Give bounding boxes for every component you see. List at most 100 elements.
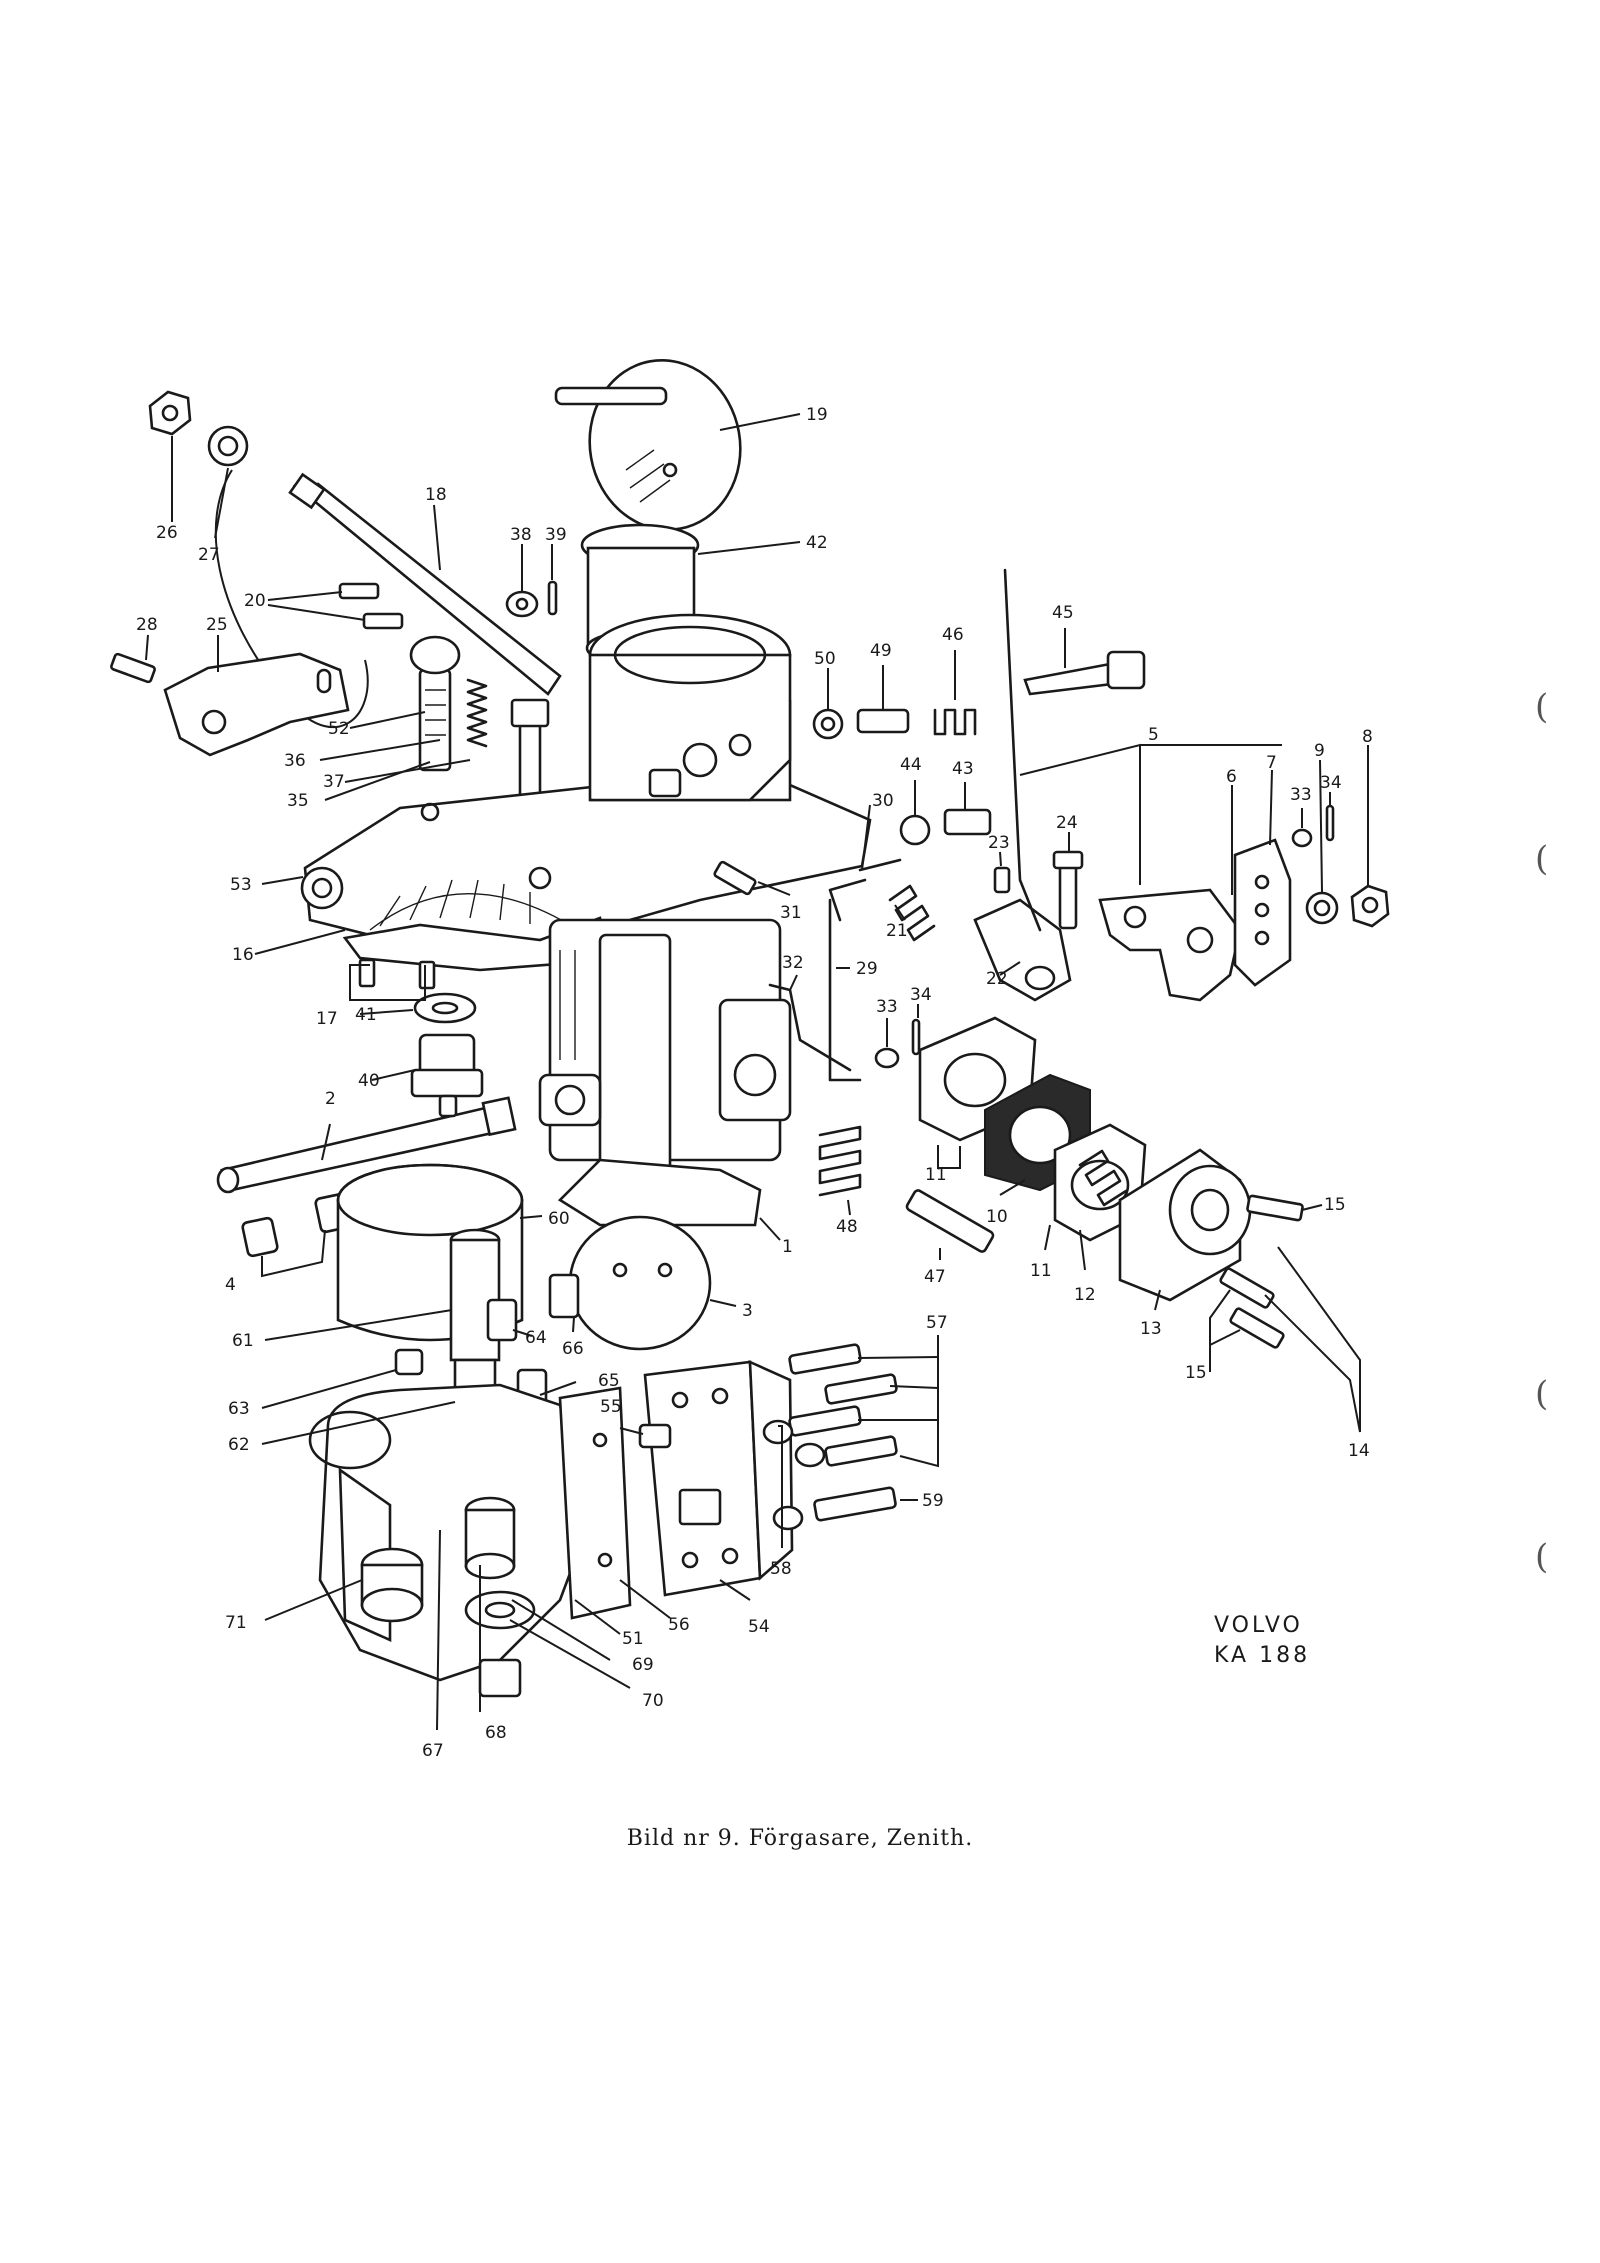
washer-33-mid — [874, 1047, 900, 1069]
screws-57 — [788, 1343, 898, 1467]
screw-43 — [943, 808, 992, 836]
callout-60: 60 — [548, 1209, 570, 1229]
pin-34-right — [1325, 804, 1335, 842]
jet-64 — [486, 1298, 518, 1342]
screw-23 — [993, 866, 1011, 894]
callout-35: 35 — [287, 791, 309, 811]
callout-48: 48 — [836, 1217, 858, 1237]
screw-59 — [813, 1486, 897, 1522]
callout-13: 13 — [1140, 1319, 1162, 1339]
brand-line-1: VOLVO — [1214, 1613, 1303, 1638]
brand-mark: VOLVO KA 188 — [1214, 1611, 1310, 1671]
throttle-spindle-18 — [288, 472, 562, 696]
callout-66: 66 — [562, 1339, 584, 1359]
margin-mark: ( — [1535, 1374, 1548, 1414]
callout-3: 3 — [742, 1301, 753, 1321]
callout-44: 44 — [900, 755, 922, 775]
callout-16: 16 — [232, 945, 254, 965]
callout-70: 70 — [642, 1691, 664, 1711]
callout-8: 8 — [1362, 727, 1373, 747]
choke-bracket-7 — [1233, 838, 1292, 987]
spring-wire-30 — [828, 858, 902, 922]
callout-17: 17 — [316, 1009, 338, 1029]
callout-49: 49 — [870, 641, 892, 661]
callout-25: 25 — [206, 615, 228, 635]
washer-33-right — [1291, 828, 1313, 848]
gasket-56 — [558, 1386, 632, 1620]
callout-34: 34 — [910, 985, 932, 1005]
margin-mark: ( — [1535, 839, 1548, 879]
callout-33b: 33 — [1290, 785, 1312, 805]
leader-lines — [145, 413, 1369, 1731]
volume-screw-45 — [1023, 650, 1146, 696]
link-rod-29 — [828, 898, 862, 1082]
callout-36: 36 — [284, 751, 306, 771]
callout-18: 18 — [425, 485, 447, 505]
callout-6: 6 — [1226, 767, 1237, 787]
margin-mark: ( — [1535, 687, 1548, 727]
callout-34b: 34 — [1320, 773, 1342, 793]
pump-cover-13 — [1118, 1148, 1252, 1302]
callout-57: 57 — [926, 1313, 948, 1333]
callout-1: 1 — [782, 1237, 793, 1257]
choke-rod-5 — [1003, 568, 1042, 932]
callout-24: 24 — [1056, 813, 1078, 833]
screw-55 — [638, 1423, 672, 1449]
washer-69-70 — [464, 1590, 536, 1630]
throttle-lever-25 — [163, 652, 350, 757]
float-bowl — [308, 1383, 592, 1698]
throttle-plate-3 — [568, 1215, 712, 1351]
margin-marks: ( ( ( ( — [1535, 687, 1548, 1577]
washer-41 — [413, 992, 477, 1024]
callout-51: 51 — [622, 1629, 644, 1649]
clip-32 — [768, 983, 852, 1072]
callout-63: 63 — [228, 1399, 250, 1419]
stop-screw-52 — [409, 635, 461, 772]
spring-21 — [888, 884, 936, 942]
callout-37: 37 — [323, 772, 345, 792]
choke-flap-19 — [554, 358, 742, 532]
callout-65: 65 — [598, 1371, 620, 1391]
pin-39 — [547, 580, 558, 616]
callout-27: 27 — [198, 545, 220, 565]
callout-53: 53 — [230, 875, 252, 895]
callout-45: 45 — [1052, 603, 1074, 623]
carburettor-top-cover-53 — [300, 783, 872, 972]
callout-33: 33 — [876, 997, 898, 1017]
screw-49 — [856, 708, 910, 734]
callout-11b: 11 — [1030, 1261, 1052, 1281]
callout-61: 61 — [232, 1331, 254, 1351]
callout-42: 42 — [806, 533, 828, 553]
callout-47: 47 — [924, 1267, 946, 1287]
callout-29: 29 — [856, 959, 878, 979]
callout-22: 22 — [986, 969, 1008, 989]
callout-67: 67 — [422, 1741, 444, 1761]
screw-47 — [905, 1189, 995, 1253]
callout-15b: 15 — [1185, 1363, 1207, 1383]
lock-washer-9 — [1305, 891, 1339, 925]
callout-20: 20 — [244, 591, 266, 611]
screw-24 — [1052, 850, 1084, 930]
jet-holder-71 — [360, 1547, 424, 1623]
choke-lever-6 — [1098, 888, 1242, 1002]
callout-50: 50 — [814, 649, 836, 669]
screw-63 — [394, 1348, 424, 1376]
callout-labels: 19 42 18 38 39 26 27 28 25 20 52 36 37 3… — [136, 405, 1373, 1761]
callout-69: 69 — [632, 1655, 654, 1675]
callout-41: 41 — [355, 1005, 377, 1025]
callout-11: 11 — [925, 1165, 947, 1185]
throttle-shaft-2 — [216, 1096, 517, 1194]
callout-7: 7 — [1266, 753, 1277, 773]
callout-58: 58 — [770, 1559, 792, 1579]
callout-43: 43 — [952, 759, 974, 779]
callout-15: 15 — [1324, 1195, 1346, 1215]
washer-38 — [505, 590, 539, 618]
margin-mark: ( — [1535, 1537, 1548, 1577]
callout-62: 62 — [228, 1435, 250, 1455]
callout-54: 54 — [748, 1617, 770, 1637]
lock-washer-27 — [207, 425, 249, 467]
callout-71: 71 — [225, 1613, 247, 1633]
callout-30: 30 — [872, 791, 894, 811]
lever-22 — [973, 898, 1072, 1002]
